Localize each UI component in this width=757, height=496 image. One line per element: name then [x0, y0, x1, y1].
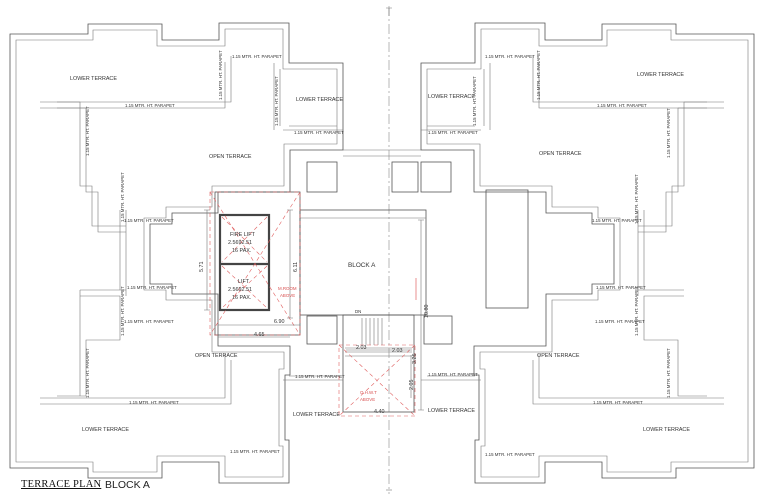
stair-dn-label: DN [355, 309, 361, 314]
svg-text:1.15 MTR. HT. PARAPET: 1.15 MTR. HT. PARAPET [294, 130, 344, 135]
svg-text:1.15 MTR. HT. PARAPET: 1.15 MTR. HT. PARAPET [596, 285, 646, 290]
block-name-label: BLOCK A [348, 262, 376, 269]
lower-terrace-label-2: LOWER TERRACE [296, 97, 343, 103]
svg-text:1.15 MTR. HT. PARAPET: 1.15 MTR. HT. PARAPET [85, 106, 90, 156]
ohwt-above-label: ABOVE [360, 397, 375, 402]
dimension-lines [204, 209, 424, 413]
lower-terrace-label-8: LOWER TERRACE [643, 427, 690, 433]
svg-text:1.15 MTR. HT. PARAPET: 1.15 MTR. HT. PARAPET [592, 218, 642, 223]
ohwt-label: O.H.W.T [360, 390, 377, 395]
open-terrace-label-4: OPEN TERRACE [537, 353, 580, 359]
svg-text:1.15 MTR. HT. PARAPET: 1.15 MTR. HT. PARAPET [232, 54, 282, 59]
svg-text:1.15 MTR. HT. PARAPET: 1.15 MTR. HT. PARAPET [634, 286, 639, 336]
lift-spec: 2.5692.51 [228, 287, 252, 293]
ohwt-outline [338, 278, 417, 417]
svg-text:1.15 MTR. HT. PARAPET: 1.15 MTR. HT. PARAPET [124, 218, 174, 223]
dim-2-05: 2.05 [409, 380, 415, 391]
right-inner-block [485, 189, 529, 309]
svg-text:1.15 MTR. HT. PARAPET: 1.15 MTR. HT. PARAPET [124, 319, 174, 324]
svg-text:1.15 MTR. HT. PARAPET: 1.15 MTR. HT. PARAPET [125, 103, 175, 108]
drawing-title: TERRACE PLAN [21, 479, 102, 490]
dim-2-03-a: 2.03 [356, 345, 367, 351]
lift-label: LIFT [238, 279, 250, 285]
fire-lift-label: FIRE LIFT [230, 232, 256, 238]
svg-text:1.15 MTR. HT. PARAPET: 1.15 MTR. HT. PARAPET [428, 130, 478, 135]
svg-text:1.15 MTR. HT. PARAPET: 1.15 MTR. HT. PARAPET [485, 452, 535, 457]
svg-text:1.15 MTR. HT. PARAPET: 1.15 MTR. HT. PARAPET [295, 374, 345, 379]
lower-terrace-label-1: LOWER TERRACE [70, 76, 117, 82]
svg-text:1.15 MTR. HT. PARAPET: 1.15 MTR. HT. PARAPET [85, 348, 90, 398]
right-wing-outline [420, 22, 755, 484]
left-wing-outline [9, 22, 344, 484]
svg-text:1.15 MTR. HT. PARAPET: 1.15 MTR. HT. PARAPET [472, 76, 477, 126]
svg-text:1.15 MTR. HT. PARAPET: 1.15 MTR. HT. PARAPET [666, 348, 671, 398]
svg-text:1.15 MTR. HT. PARAPET: 1.15 MTR. HT. PARAPET [428, 372, 478, 377]
drawing-subtitle: BLOCK A [105, 479, 150, 491]
open-terrace-label-1: OPEN TERRACE [209, 154, 252, 160]
lower-terrace-label-4: LOWER TERRACE [637, 72, 684, 78]
svg-text:1.15 MTR. HT. PARAPET: 1.15 MTR. HT. PARAPET [536, 50, 541, 100]
parapet-labels-vertical: 1.15 MTR. HT. PARAPET 1.15 MTR. HT. PARA… [85, 50, 671, 398]
lift-block [209, 191, 301, 336]
svg-text:1.15 MTR. HT. PARAPET: 1.15 MTR. HT. PARAPET [129, 400, 179, 405]
dim-4-40: 4.40 [374, 409, 385, 415]
lift-pax: 16 PAX. [232, 295, 251, 301]
fire-lift-pax: 16 PAX. [232, 248, 251, 254]
dim-2-03-b: 2.03 [392, 348, 403, 354]
lower-terrace-label-3: LOWER TERRACE [428, 94, 475, 100]
axis-marker-top [386, 7, 392, 16]
dim-10-80: 10.80 [424, 305, 430, 319]
svg-text:1.15 MTR. HT. PARAPET: 1.15 MTR. HT. PARAPET [230, 449, 280, 454]
svg-text:1.15 MTR. HT. PARAPET: 1.15 MTR. HT. PARAPET [274, 76, 279, 126]
svg-text:1.15 MTR. HT. PARAPET: 1.15 MTR. HT. PARAPET [120, 172, 125, 222]
svg-text:1.15 MTR. HT. PARAPET: 1.15 MTR. HT. PARAPET [127, 285, 177, 290]
lower-terrace-label-6: LOWER TERRACE [428, 408, 475, 414]
open-terrace-label-2: OPEN TERRACE [539, 151, 582, 157]
dim-6-11: 6.11 [293, 262, 299, 272]
svg-text:1.15 MTR. HT. PARAPET: 1.15 MTR. HT. PARAPET [597, 103, 647, 108]
svg-text:1.15 MTR. HT. PARAPET: 1.15 MTR. HT. PARAPET [120, 286, 125, 336]
machine-room-label: M.ROOM [278, 286, 297, 291]
open-terrace-label-3: OPEN TERRACE [195, 353, 238, 359]
svg-text:1.15 MTR. HT. PARAPET: 1.15 MTR. HT. PARAPET [595, 319, 645, 324]
lower-terrace-label-7: LOWER TERRACE [82, 427, 129, 433]
parapet-labels: 1.15 MTR. HT. PARAPET 1.15 MTR. HT. PARA… [124, 54, 647, 457]
dim-5-71: 5.71 [199, 262, 205, 273]
machine-room-above-label: ABOVE [280, 293, 295, 298]
svg-text:1.15 MTR. HT. PARAPET: 1.15 MTR. HT. PARAPET [634, 174, 639, 224]
svg-text:1.15 MTR. HT. PARAPET: 1.15 MTR. HT. PARAPET [666, 108, 671, 158]
dim-4-65: 4.65 [254, 332, 265, 338]
dim-6-90: 6.90 [274, 319, 285, 325]
lower-terrace-label-5: LOWER TERRACE [293, 412, 340, 418]
fire-lift-spec: 2.5692.51 [228, 240, 252, 246]
svg-text:1.15 MTR. HT. PARAPET: 1.15 MTR. HT. PARAPET [485, 54, 535, 59]
dim-3-26: 3.26 [412, 354, 418, 365]
svg-text:1.15 MTR. HT. PARAPET: 1.15 MTR. HT. PARAPET [218, 50, 223, 100]
svg-text:1.15 MTR. HT. PARAPET: 1.15 MTR. HT. PARAPET [593, 400, 643, 405]
